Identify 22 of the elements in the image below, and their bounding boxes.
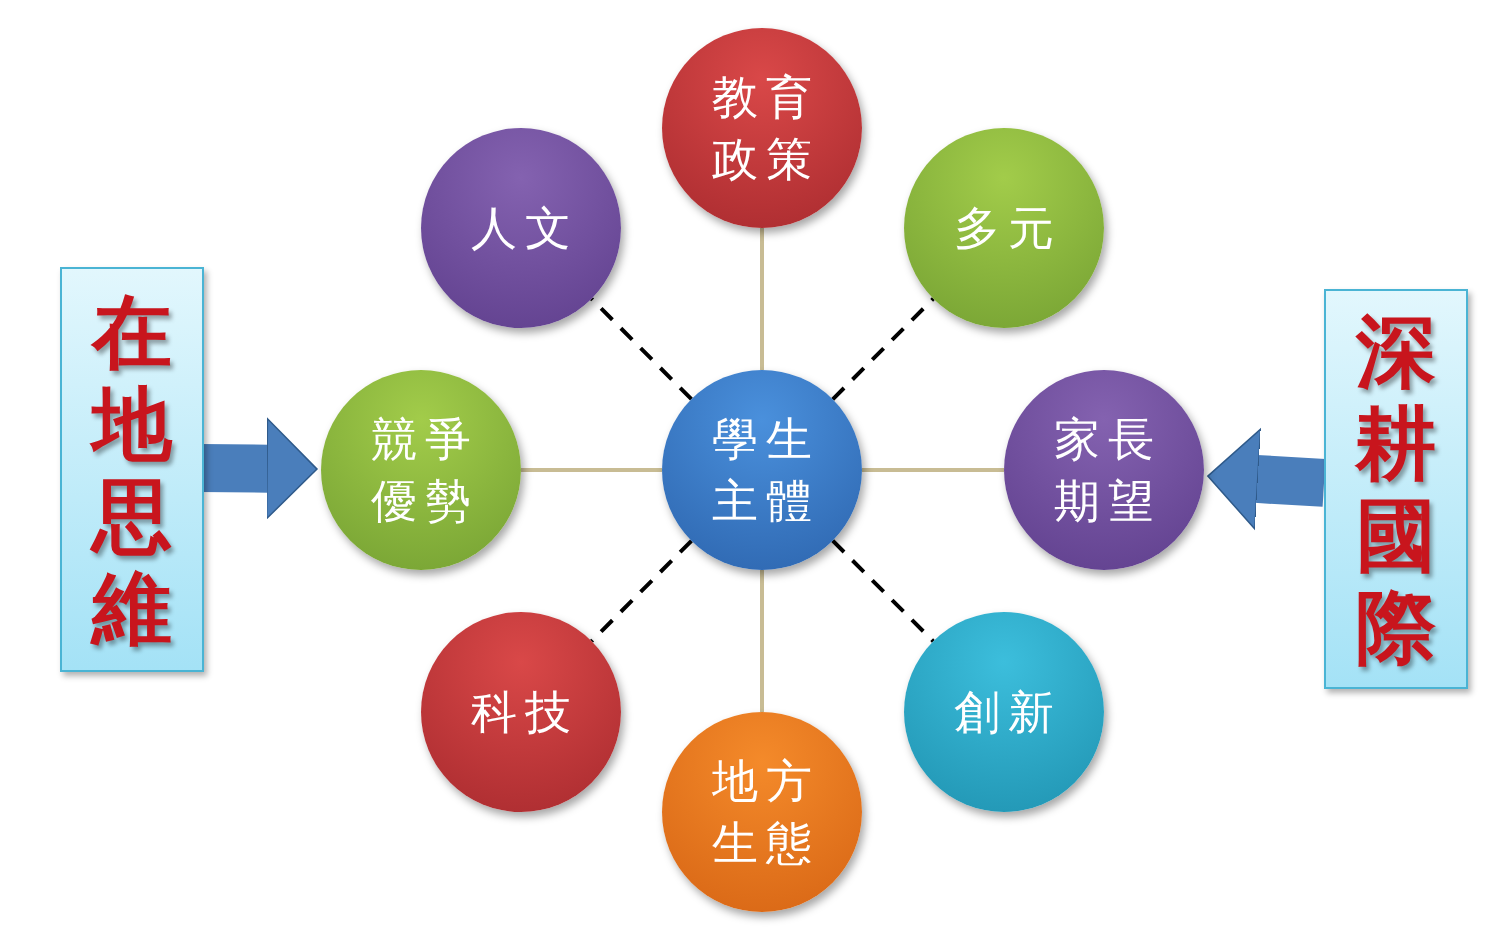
circle-label: 科技 bbox=[470, 684, 580, 741]
circle-label: 地方生態 bbox=[711, 753, 821, 872]
banner-label: 在地思維 bbox=[90, 285, 174, 654]
circle-label: 學生主體 bbox=[711, 411, 821, 530]
circle-label: 競爭優勢 bbox=[370, 411, 480, 530]
connector-line bbox=[862, 468, 1004, 472]
vertical-banner bbox=[60, 267, 204, 672]
connector-line bbox=[590, 297, 693, 401]
connector-line bbox=[760, 228, 764, 370]
connector-line bbox=[760, 570, 764, 712]
connector-line bbox=[831, 539, 935, 643]
circle-label: 多元 bbox=[953, 200, 1063, 257]
circle-label: 家長期望 bbox=[1053, 411, 1163, 530]
banner-label: 深耕國際 bbox=[1354, 305, 1437, 673]
circle-label: 創新 bbox=[953, 684, 1063, 741]
circle-label: 教育政策 bbox=[711, 69, 821, 188]
circle-label: 人文 bbox=[470, 200, 580, 257]
connector-line bbox=[521, 468, 662, 472]
connector-line bbox=[590, 539, 693, 643]
block-arrow bbox=[1207, 428, 1326, 530]
connector-line bbox=[831, 297, 935, 401]
vertical-banner bbox=[1324, 289, 1468, 689]
